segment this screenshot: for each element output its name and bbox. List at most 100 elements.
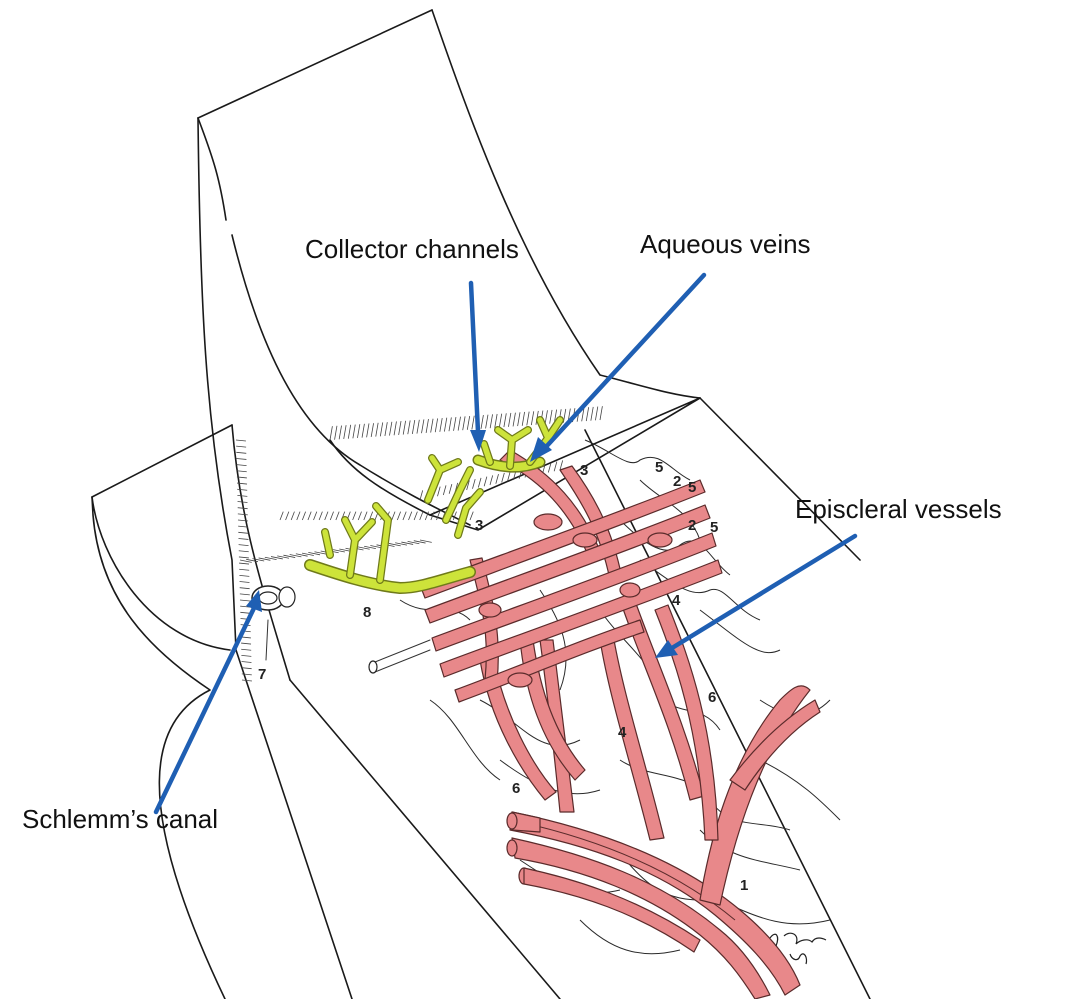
hatch-stroke — [586, 407, 588, 421]
hatch-stroke — [242, 680, 252, 681]
hatch-stroke — [591, 407, 593, 421]
hatch-stroke — [435, 418, 437, 432]
hatch-stroke — [238, 508, 248, 509]
hatch-stroke — [449, 484, 452, 494]
hatch-stroke — [490, 475, 493, 485]
hatch-stroke — [600, 406, 602, 420]
numeral-6b: 6 — [512, 780, 520, 797]
hatch-stroke — [409, 512, 412, 520]
hatch-stroke — [241, 643, 251, 644]
hatch-stroke — [236, 440, 246, 441]
hatch-stroke — [490, 414, 492, 428]
hatch-stroke — [481, 415, 483, 429]
hatch-stroke — [236, 446, 246, 447]
hatch-stroke — [376, 423, 378, 437]
hatch-stroke — [444, 418, 446, 432]
hatch-stroke — [595, 407, 597, 421]
hatch-stroke — [449, 417, 451, 431]
hatch-stroke — [486, 415, 488, 429]
hatch-stroke — [513, 413, 515, 427]
hatch-stroke — [308, 512, 311, 520]
hatch-stroke — [240, 600, 250, 601]
hatch-stroke — [426, 419, 428, 433]
hatch-stroke — [238, 538, 248, 539]
hatch-stroke — [237, 471, 247, 472]
hatch-stroke — [240, 612, 250, 613]
hatch-stroke — [330, 512, 333, 520]
hatch-stroke — [237, 495, 247, 496]
numeral-4b: 4 — [618, 724, 627, 741]
hatch-stroke — [362, 424, 364, 438]
hatch-stroke — [495, 414, 497, 428]
sclera-block-outline — [92, 10, 870, 999]
hatch-stroke — [499, 414, 501, 428]
hatch-stroke — [420, 490, 423, 500]
numeral-6a: 6 — [708, 689, 716, 706]
hatch-stroke — [241, 649, 251, 650]
hatch-stroke — [554, 462, 557, 472]
label-schlemms-canal: Schlemm’s canal — [22, 804, 218, 834]
hatch-stroke — [336, 512, 339, 520]
hatch-stroke — [240, 582, 250, 583]
hatch-stroke — [240, 588, 250, 589]
hatch-stroke — [473, 479, 476, 489]
arrow-schlemms-canal — [156, 608, 254, 812]
hatch-stroke — [417, 420, 419, 434]
hatch-stroke — [238, 502, 248, 503]
hatch-stroke — [353, 425, 355, 439]
hatch-stroke — [302, 512, 305, 520]
hatch-stroke — [344, 425, 346, 439]
hatch-stroke — [358, 512, 361, 520]
hatch-stroke — [504, 413, 506, 427]
hatch-stroke — [550, 410, 552, 424]
hatch-stroke — [239, 569, 249, 570]
hatch-stroke — [412, 420, 414, 434]
hatch-stroke — [484, 477, 487, 487]
hatch-stroke — [371, 423, 373, 437]
label-episcleral-vessels: Episcleral vessels — [795, 494, 1002, 524]
hatch-stroke — [399, 421, 401, 435]
hatch-stroke — [357, 424, 359, 438]
hatch-stroke — [443, 485, 446, 495]
numeral-7: 7 — [258, 666, 266, 683]
hatch-stroke — [458, 417, 460, 431]
cut-vessel-stub — [369, 640, 430, 673]
hatch-stroke — [319, 512, 322, 520]
hatch-stroke — [545, 410, 547, 424]
hatch-stroke — [496, 474, 499, 484]
hatch-stroke — [508, 413, 510, 427]
numeral-5a: 5 — [655, 459, 663, 476]
hatch-stroke — [236, 452, 246, 453]
hatch-stroke — [239, 575, 249, 576]
hatch-stroke — [297, 512, 300, 520]
hatch-stroke — [239, 563, 249, 564]
hatch-stroke — [389, 422, 391, 436]
hatch-stroke — [397, 512, 400, 520]
hatch-stroke — [239, 557, 249, 558]
numeral-2a: 2 — [673, 473, 681, 490]
hatch-stroke — [286, 512, 289, 520]
numeral-5c: 5 — [710, 519, 718, 536]
label-aqueous-veins: Aqueous veins — [640, 229, 811, 259]
hatch-stroke — [502, 473, 505, 483]
hatch-stroke — [531, 411, 533, 425]
hatch-stroke — [385, 422, 387, 436]
arrow-aqueous-veins — [545, 275, 704, 448]
numeral-3b: 3 — [475, 517, 483, 534]
hatch-stroke — [335, 426, 337, 440]
hatch-stroke — [291, 512, 294, 520]
hatch-stroke — [560, 460, 563, 470]
hatch-stroke — [238, 514, 248, 515]
numeral-8: 8 — [363, 604, 371, 621]
hatch-stroke — [472, 416, 474, 430]
hatch-stroke — [314, 512, 317, 520]
hatch-stroke — [348, 425, 350, 439]
hatch-stroke — [330, 426, 332, 440]
hatch-stroke — [440, 418, 442, 432]
hatch-stroke — [237, 489, 247, 490]
hatch-stroke — [470, 512, 473, 520]
numeral-2b: 2 — [688, 517, 696, 534]
label-collector-channels: Collector channels — [305, 234, 519, 264]
hatch-stroke — [454, 417, 456, 431]
hatch-stroke — [236, 458, 246, 459]
